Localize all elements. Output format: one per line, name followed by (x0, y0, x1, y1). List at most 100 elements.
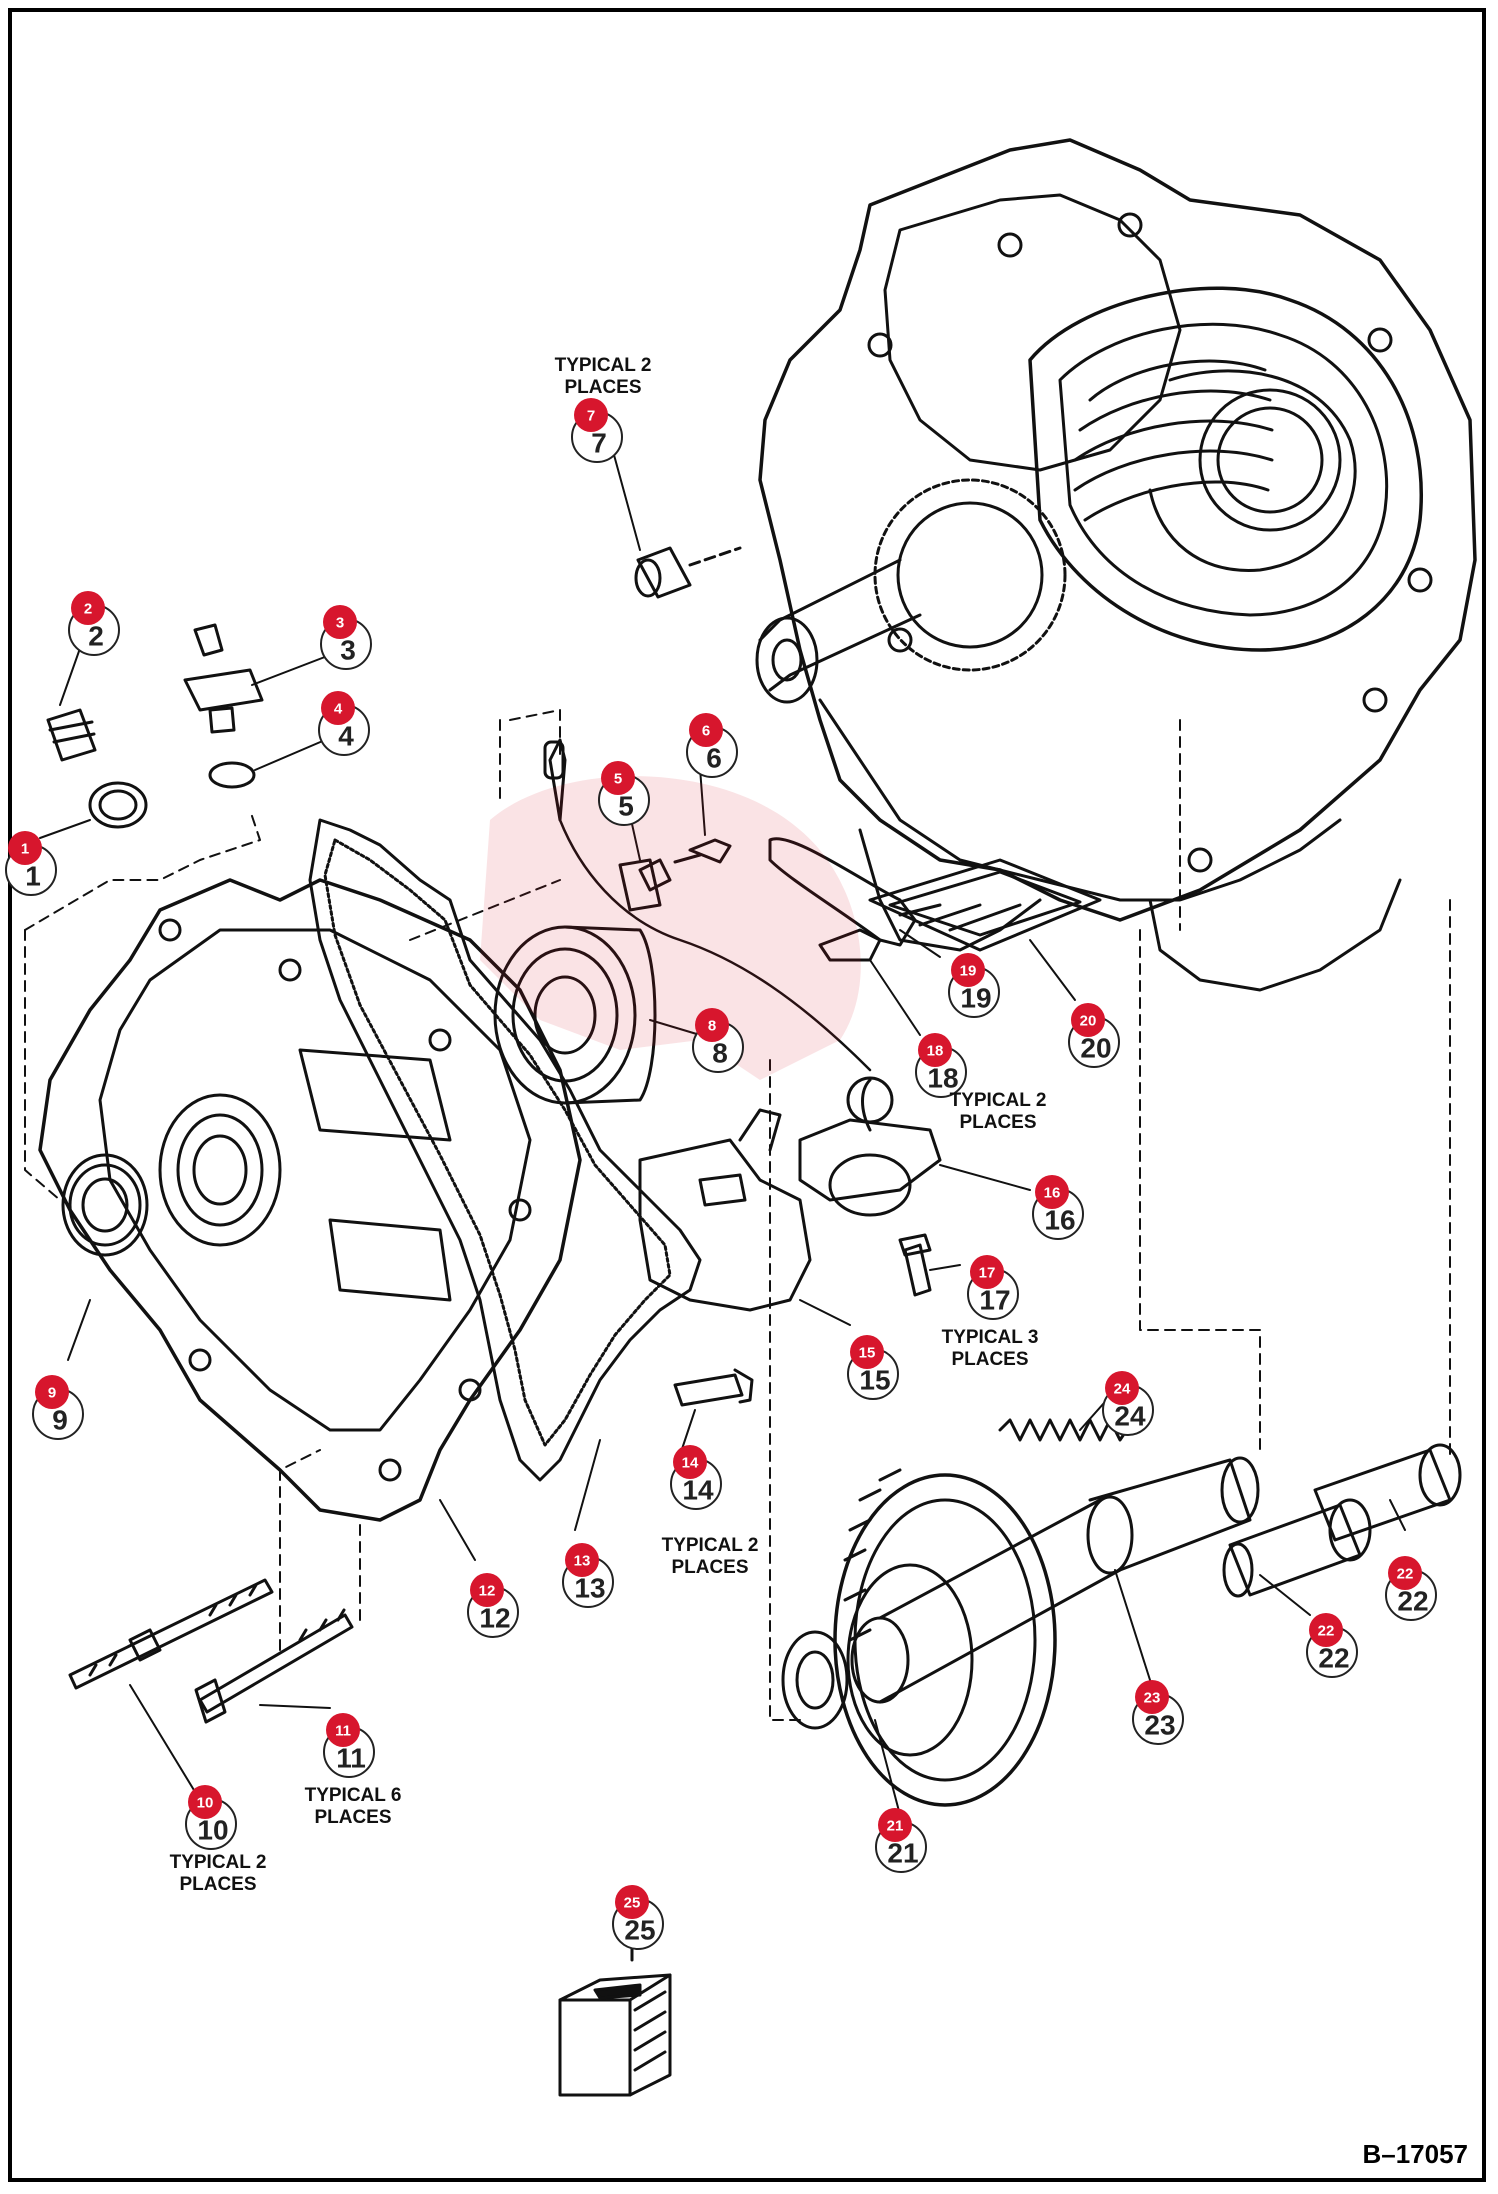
callout-dot (321, 691, 355, 725)
callout-4[interactable]: 44 (318, 691, 370, 756)
callout-dot (1105, 1371, 1139, 1405)
callout-number-ghost: 1 (25, 861, 41, 892)
callout-number: 14 (682, 1455, 699, 1472)
callout-number: 10 (197, 1795, 214, 1812)
callout-number: 7 (587, 408, 595, 425)
callout-1[interactable]: 11 (5, 831, 57, 896)
callout-number: 18 (927, 1043, 944, 1060)
callout-number: 15 (859, 1345, 876, 1362)
gasket (308, 818, 702, 1482)
callout-number-ghost: 19 (960, 983, 991, 1014)
callout-dot (689, 713, 723, 747)
callout-number-ghost: 7 (591, 428, 607, 459)
note-line-2: PLACES (314, 1807, 392, 1828)
oil-seal (61, 1153, 149, 1257)
callout-7[interactable]: 77 (571, 398, 623, 463)
callout-dot (323, 605, 357, 639)
callout-dot (1309, 1613, 1343, 1647)
callout-number-ghost: 5 (618, 791, 634, 822)
callout-dot (673, 1445, 707, 1479)
callout-8[interactable]: 88 (692, 1008, 744, 1073)
callout-number-ghost: 20 (1080, 1033, 1111, 1064)
callout-number: 17 (979, 1265, 996, 1282)
callout-number-ghost: 16 (1044, 1205, 1075, 1236)
note-line-2: PLACES (564, 377, 642, 398)
callout-dot (695, 1008, 729, 1042)
callout-number: 12 (479, 1583, 496, 1600)
engine-block (755, 138, 1477, 992)
note-line-2: PLACES (951, 1349, 1029, 1370)
callout-number-ghost: 11 (336, 1743, 366, 1774)
callout-dot (918, 1033, 952, 1067)
note-typical-3-places-17: TYPICAL 3 PLACES (900, 1327, 1080, 1371)
callout-6[interactable]: 66 (686, 713, 738, 778)
callout-9[interactable]: 99 (32, 1375, 84, 1440)
callout-number-ghost: 13 (574, 1573, 605, 1604)
callout-number-ghost: 10 (197, 1815, 228, 1846)
tappet-1 (1222, 1498, 1372, 1598)
callout-number-ghost: 8 (712, 1038, 728, 1069)
callout-dot (188, 1785, 222, 1819)
callout-2[interactable]: 22 (68, 591, 120, 656)
callout-dot (326, 1713, 360, 1747)
watermark (480, 776, 861, 1080)
callout-number-ghost: 9 (52, 1405, 68, 1436)
callout-dot (470, 1573, 504, 1607)
drawing-number: B–17057 (1362, 2139, 1468, 2169)
note-line-2: PLACES (671, 1557, 749, 1578)
callout-number: 11 (335, 1723, 351, 1740)
note-typical-2-places-7: TYPICAL 2 PLACES (513, 355, 693, 399)
stud-bolt (68, 1578, 274, 1690)
callout-number: 3 (336, 615, 344, 632)
sensor-screw (898, 1233, 932, 1297)
callout-dot (878, 1808, 912, 1842)
callout-number-ghost: 12 (479, 1603, 510, 1634)
oil-pressure-sender (183, 623, 264, 789)
callout-5[interactable]: 55 (598, 761, 650, 826)
callout-number-ghost: 6 (706, 743, 722, 774)
callout-number-ghost: 18 (927, 1063, 958, 1094)
cap-screw (194, 1608, 354, 1724)
note-typical-6-places-11: TYPICAL 6 PLACES (263, 1785, 443, 1829)
callout-number-ghost: 17 (979, 1285, 1010, 1316)
callout-number: 1 (21, 841, 29, 858)
assembly-lines (24, 709, 1451, 1721)
callout-dot (71, 591, 105, 625)
callout-number-ghost: 14 (682, 1475, 714, 1506)
callout-3[interactable]: 33 (320, 605, 372, 670)
note-line-1: TYPICAL 2 (554, 355, 652, 376)
callout-number: 19 (960, 963, 977, 980)
note-typical-2-places-14: TYPICAL 2 PLACES (620, 1535, 800, 1579)
callout-dot (615, 1885, 649, 1919)
callout-number-ghost: 24 (1114, 1401, 1146, 1432)
note-line-2: PLACES (179, 1874, 257, 1895)
drain-plug-assembly (46, 708, 148, 829)
gear-housing-cover (38, 878, 582, 1522)
callout-dot (565, 1543, 599, 1577)
callout-number: 13 (574, 1553, 591, 1570)
note-typical-2-places-10: TYPICAL 2 PLACES (128, 1852, 308, 1896)
callout-number: 9 (48, 1385, 56, 1402)
clip-screw (673, 838, 732, 864)
callout-number-ghost: 4 (338, 721, 354, 752)
callout-number-ghost: 15 (859, 1365, 890, 1396)
callout-number: 2 (84, 601, 92, 618)
link-plate (768, 837, 917, 947)
